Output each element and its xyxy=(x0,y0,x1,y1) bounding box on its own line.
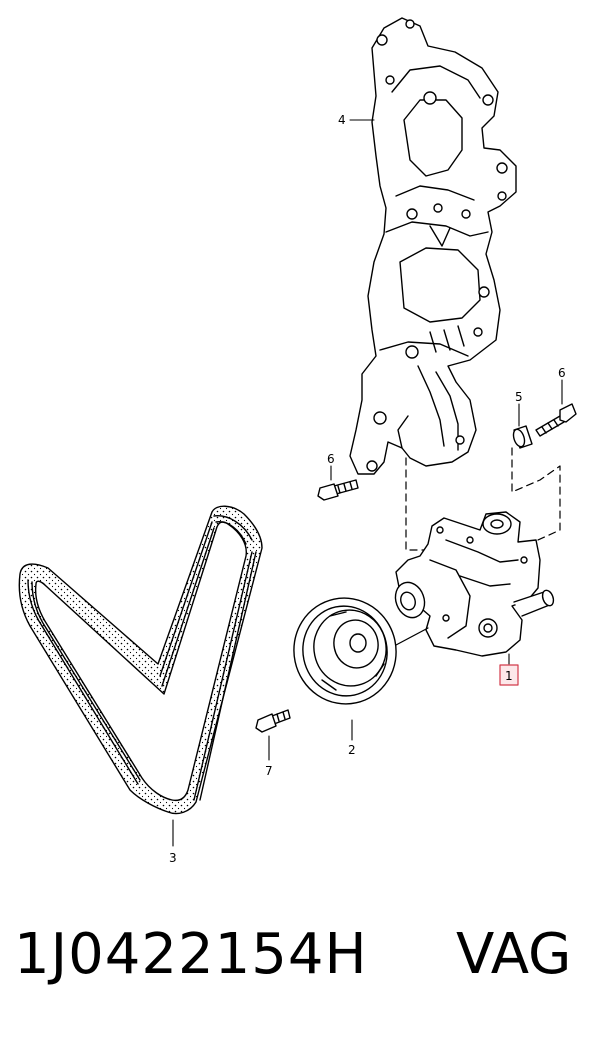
callout-7: 7 xyxy=(265,764,273,778)
mounting-bracket-part xyxy=(349,17,517,475)
callout-3: 3 xyxy=(169,851,177,865)
pulley-part xyxy=(293,597,429,705)
callout-6-right: 6 xyxy=(558,366,566,380)
callout-2: 2 xyxy=(348,743,356,757)
callout-4: 4 xyxy=(338,113,346,127)
highlighted-callout-box xyxy=(499,664,519,686)
bolt-6-left xyxy=(317,479,359,501)
bolt-6-right xyxy=(535,403,577,437)
ribbed-v-belt-part xyxy=(18,505,263,815)
exploded-parts-diagram: 4 6 5 6 1 2 7 3 xyxy=(18,17,577,865)
bolt-7 xyxy=(255,709,291,733)
brand-label: VAG xyxy=(456,922,572,987)
power-steering-pump-part xyxy=(394,511,555,657)
callout-6-left: 6 xyxy=(327,452,335,466)
leader-lines xyxy=(172,119,563,847)
bushing-5 xyxy=(512,425,533,449)
callout-labels: 4 6 5 6 1 2 7 3 xyxy=(169,113,566,865)
part-number-label: 1J0422154H xyxy=(14,922,368,987)
callout-1: 1 xyxy=(505,669,513,683)
callout-5: 5 xyxy=(515,390,523,404)
